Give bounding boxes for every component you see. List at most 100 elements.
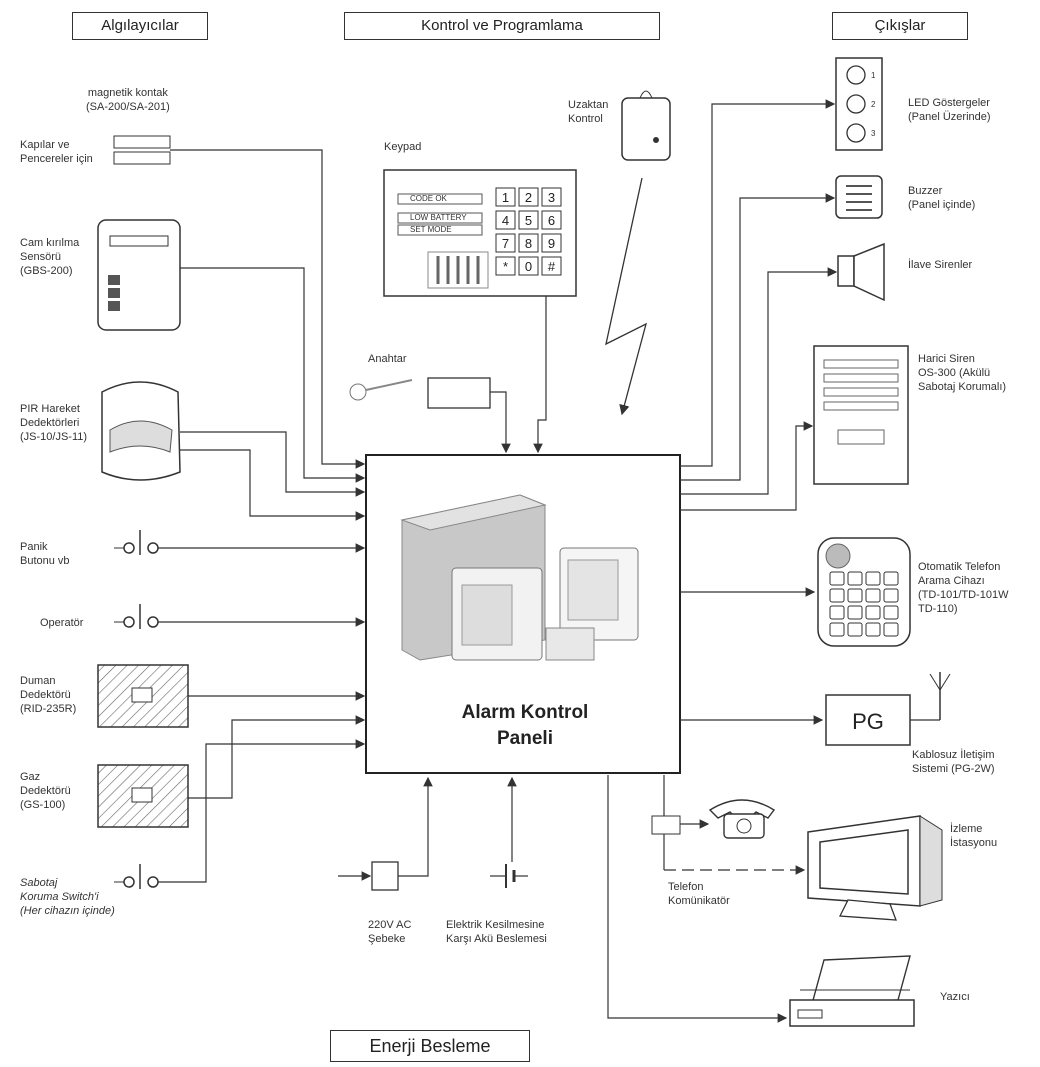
panel-title-line2: Paneli bbox=[497, 728, 553, 749]
led-number-3: 3 bbox=[871, 129, 876, 138]
outdoor-siren-label: Harici Siren OS-300 (Akülü Sabotaj Korum… bbox=[918, 353, 1007, 393]
dialer-key bbox=[865, 622, 881, 637]
dialer-key bbox=[847, 588, 863, 603]
keypad-speaker-grille bbox=[427, 251, 489, 289]
keypad-key bbox=[495, 210, 516, 230]
auto-dialer-device bbox=[817, 537, 911, 647]
keypad-led-low-battery: LOW BATTERY bbox=[410, 213, 467, 222]
pg-wireless-box: PG bbox=[825, 672, 951, 746]
smoke-detector bbox=[97, 664, 189, 728]
keypad-key bbox=[541, 256, 562, 276]
led-indicators: 1 2 3 bbox=[835, 57, 883, 151]
buzzer-label: Buzzer (Panel içinde) bbox=[908, 185, 976, 211]
doors-windows-label: Kapılar ve Pencereler için bbox=[20, 139, 93, 165]
wireless-signal-line bbox=[605, 177, 647, 416]
tamper-switch bbox=[114, 864, 159, 889]
dialer-key bbox=[829, 622, 845, 637]
monitoring-label: İzleme İstasyonu bbox=[950, 823, 998, 849]
wireless-label: Kablosuz İletişim Sistemi (PG-2W) bbox=[912, 749, 995, 775]
pg-label: PG bbox=[852, 709, 884, 734]
magnetic-contact-label: magnetik kontak (SA-200/SA-201) bbox=[86, 87, 170, 113]
panic-label: Panik Butonu vb bbox=[20, 541, 70, 567]
pir-label: PIR Hareket Dedektörleri (JS-10/JS-11) bbox=[20, 403, 88, 443]
keypad-key bbox=[541, 187, 562, 207]
keypad-led-code-ok: CODE OK bbox=[410, 194, 447, 203]
keypad-key-label: * bbox=[503, 259, 508, 274]
dialer-key bbox=[865, 588, 881, 603]
outputs-header: Çıkışlar bbox=[832, 12, 968, 40]
keypad-key-label: 3 bbox=[548, 190, 555, 205]
keypad-key bbox=[495, 256, 516, 276]
keypad-key bbox=[541, 233, 562, 253]
dialer-key bbox=[883, 571, 899, 586]
monitoring-station-computer bbox=[807, 815, 943, 921]
printer-device bbox=[789, 955, 915, 1027]
magnetic-contact bbox=[113, 135, 171, 165]
printer-label: Yazıcı bbox=[940, 991, 970, 1003]
keypad-key-label: 1 bbox=[502, 190, 509, 205]
keypad-device: 1 2 3 4 5 6 7 8 9 * 0 # bbox=[383, 169, 577, 297]
battery-symbol bbox=[490, 864, 528, 888]
key-label: Anahtar bbox=[368, 353, 407, 365]
dialer-key bbox=[847, 605, 863, 620]
dialer-key bbox=[847, 622, 863, 637]
dialer-label: Otomatik Telefon Arama Cihazı (TD-101/TD… bbox=[918, 561, 1009, 615]
keypad-key-label: 8 bbox=[525, 236, 532, 251]
siren-label: İlave Sirenler bbox=[908, 259, 973, 271]
tamper-label: Sabotaj Koruma Switch'i (Her cihazın içi… bbox=[20, 877, 115, 917]
keypad-key-label: 4 bbox=[502, 213, 509, 228]
keypad-key-label: 9 bbox=[548, 236, 555, 251]
gas-detector bbox=[97, 764, 189, 828]
led-number-2: 2 bbox=[871, 100, 876, 109]
keypad-key bbox=[518, 256, 539, 276]
keypad-key-label: 5 bbox=[525, 213, 532, 228]
dialer-key bbox=[829, 571, 845, 586]
dialer-key bbox=[865, 571, 881, 586]
communicator-label: Telefon Komünikatör bbox=[668, 881, 730, 907]
dialer-key bbox=[829, 588, 845, 603]
key-switch bbox=[349, 377, 491, 409]
gas-label: Gaz Dedektörü (GS-100) bbox=[20, 771, 71, 811]
led-indicators-label: LED Göstergeler (Panel Üzerinde) bbox=[908, 97, 991, 123]
panel-title-line1: Alarm Kontrol bbox=[461, 702, 589, 723]
keypad-key bbox=[518, 187, 539, 207]
operator-switch bbox=[114, 604, 159, 629]
pir-motion-detector bbox=[101, 381, 181, 481]
panel-title: Alarm Kontrol Paneli bbox=[370, 700, 680, 752]
keypad-label: Keypad bbox=[384, 141, 422, 153]
operator-label: Operatör bbox=[40, 617, 84, 629]
dialer-key bbox=[883, 622, 899, 637]
keypad-key-label: 7 bbox=[502, 236, 509, 251]
keypad-key bbox=[541, 210, 562, 230]
buzzer-device bbox=[835, 175, 883, 219]
keypad-key-label: 0 bbox=[525, 259, 532, 274]
remote-control-device bbox=[621, 90, 671, 161]
keypad-key-label: 6 bbox=[548, 213, 555, 228]
battery-label: Elektrik Kesilmesine Karşı Akü Beslemesi bbox=[446, 919, 547, 945]
dialer-key bbox=[865, 605, 881, 620]
smoke-label: Duman Dedektörü (RID-235R) bbox=[20, 675, 77, 715]
siren-horn bbox=[837, 242, 885, 302]
dialer-key bbox=[883, 588, 899, 603]
keypad-key-label: 2 bbox=[525, 190, 532, 205]
keypad-key bbox=[495, 233, 516, 253]
keypad-key bbox=[518, 233, 539, 253]
keypad-key-label: # bbox=[548, 259, 556, 274]
alarm-control-panel bbox=[365, 454, 681, 774]
keypad-key bbox=[518, 210, 539, 230]
ac-power-label: 220V AC Şebeke bbox=[368, 919, 412, 945]
dialer-key bbox=[829, 605, 845, 620]
led-number-1: 1 bbox=[871, 71, 876, 80]
keypad-led-set-mode: SET MODE bbox=[410, 225, 452, 234]
keypad-key bbox=[495, 187, 516, 207]
glass-break-sensor bbox=[97, 219, 181, 331]
power-header: Enerji Besleme bbox=[330, 1030, 530, 1062]
panel-product-illustration bbox=[400, 494, 639, 661]
ac-adapter bbox=[371, 861, 399, 891]
control-header: Kontrol ve Programlama bbox=[344, 12, 660, 40]
remote-label: Uzaktan Kontrol bbox=[568, 99, 609, 125]
outdoor-siren-device bbox=[813, 345, 909, 485]
dialer-key bbox=[847, 571, 863, 586]
sensors-header: Algılayıcılar bbox=[72, 12, 208, 40]
